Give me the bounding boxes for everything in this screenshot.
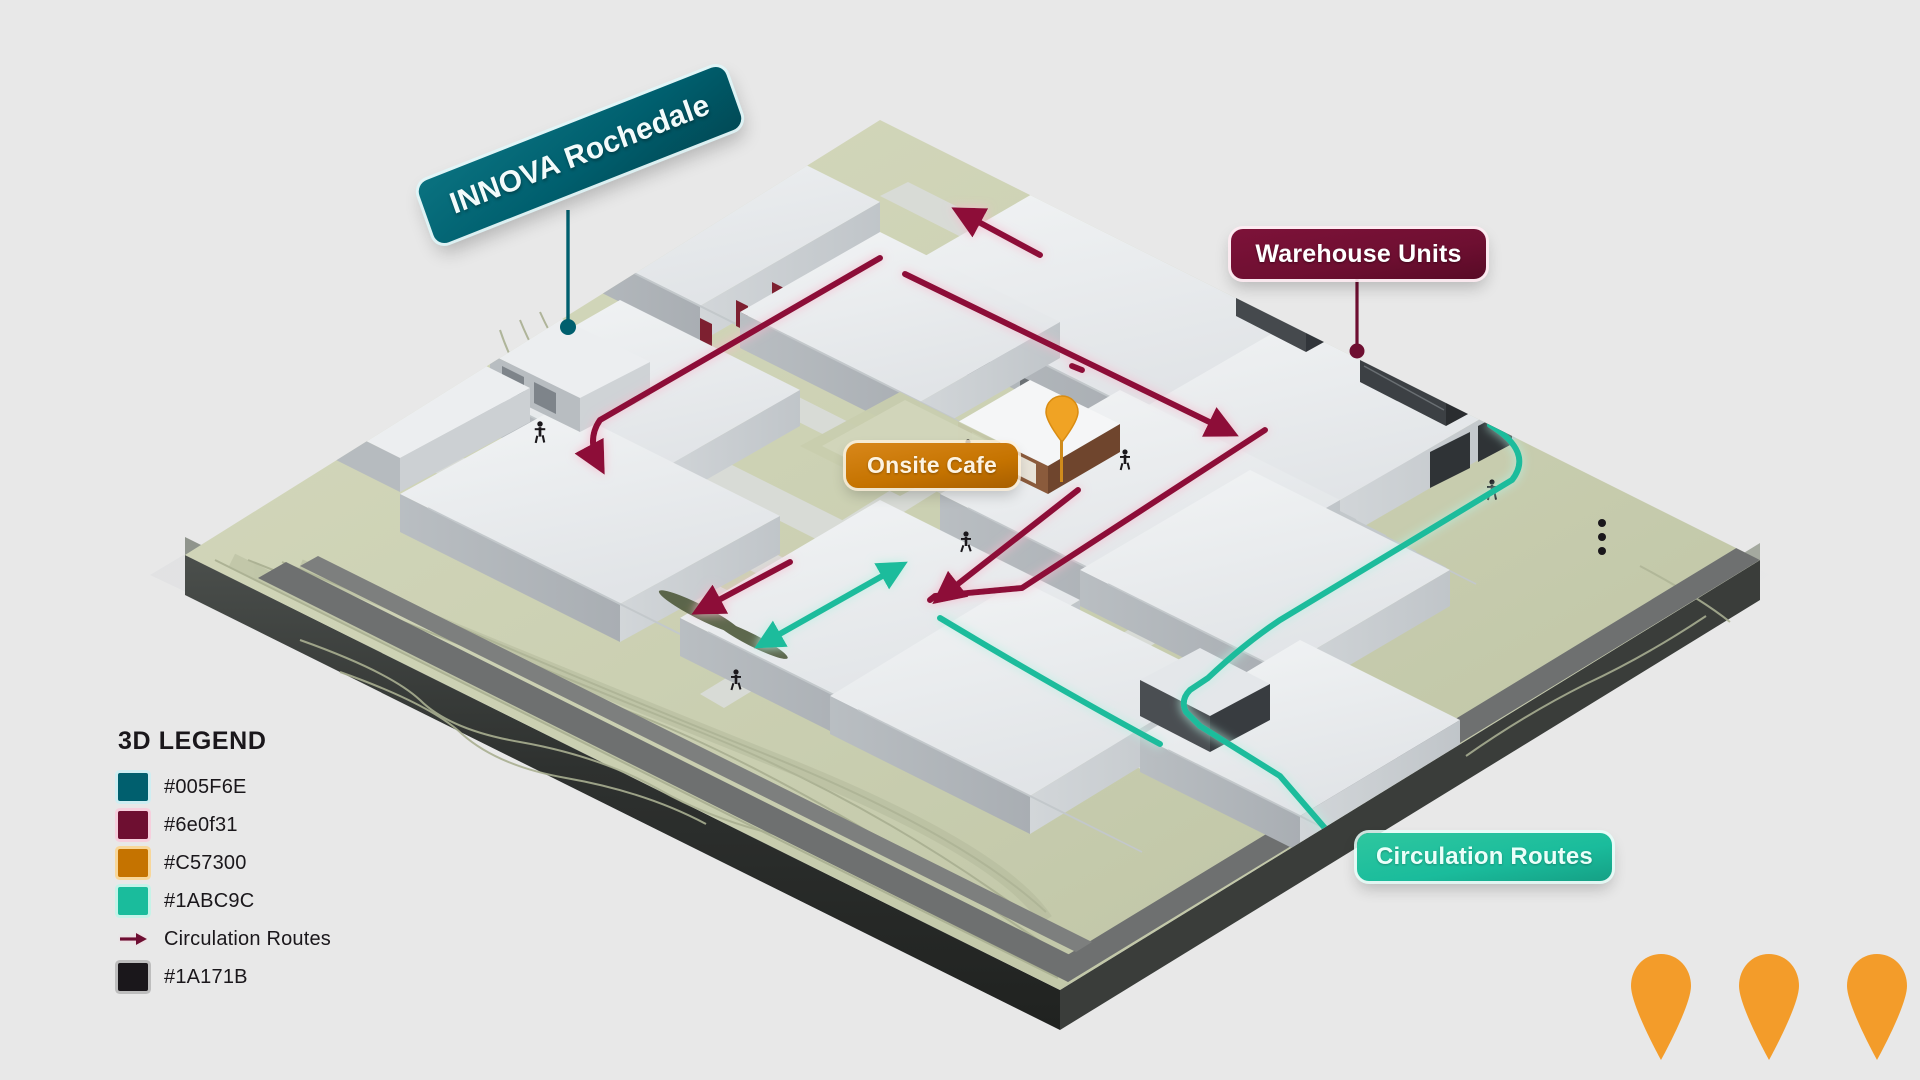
color-swatch-icon [118, 773, 148, 801]
cafe-map-pin-icon [1045, 395, 1079, 482]
callout-cafe-label: Onsite Cafe [866, 452, 997, 478]
legend-item-circulation-routes[interactable]: Circulation Routes [118, 920, 331, 958]
legend-item-label: #1ABC9C [164, 889, 255, 912]
callout-circulation-routes[interactable]: Circulation Routes [1357, 833, 1612, 881]
legend-item-label: #1A171B [164, 965, 248, 988]
color-swatch-icon [118, 849, 148, 877]
legend-item-label: #C57300 [164, 851, 247, 874]
map-pin-icon[interactable] [1841, 950, 1913, 1062]
legend-item-1a171b[interactable]: #1A171B [118, 958, 331, 996]
arrow-right-icon [118, 925, 148, 953]
color-swatch-icon [118, 963, 148, 991]
map-pin-group [1625, 950, 1913, 1062]
map-pin-icon[interactable] [1625, 950, 1697, 1062]
teal-circulation-route [754, 422, 1523, 837]
map-pin-icon[interactable] [1733, 950, 1805, 1062]
legend-title: 3D LEGEND [118, 727, 267, 755]
site-furniture-markers [1598, 519, 1606, 555]
callout-onsite-cafe[interactable]: Onsite Cafe [846, 443, 1018, 488]
legend-item-6e0f31[interactable]: #6e0f31 [118, 806, 331, 844]
legend-item-label: #6e0f31 [164, 813, 238, 836]
maroon-circulation-route [574, 207, 1268, 615]
callout-circulation-label: Circulation Routes [1376, 843, 1593, 870]
legend-item-c57300[interactable]: #C57300 [118, 844, 331, 882]
color-swatch-icon [118, 811, 148, 839]
color-swatch-icon [118, 887, 148, 915]
legend-item-005f6e[interactable]: #005F6E [118, 768, 331, 806]
callout-warehouse-label: Warehouse Units [1255, 239, 1462, 268]
callout-warehouse-units[interactable]: Warehouse Units [1231, 229, 1486, 279]
legend-item-1abc9c[interactable]: #1ABC9C [118, 882, 331, 920]
legend-item-label: #005F6E [164, 775, 247, 798]
legend-panel: 3D LEGEND #005F6E #6e0f31 #C57300 #1ABC9… [118, 727, 331, 996]
warehouse-block-west-lower [400, 406, 780, 675]
legend-item-label: Circulation Routes [164, 927, 332, 950]
